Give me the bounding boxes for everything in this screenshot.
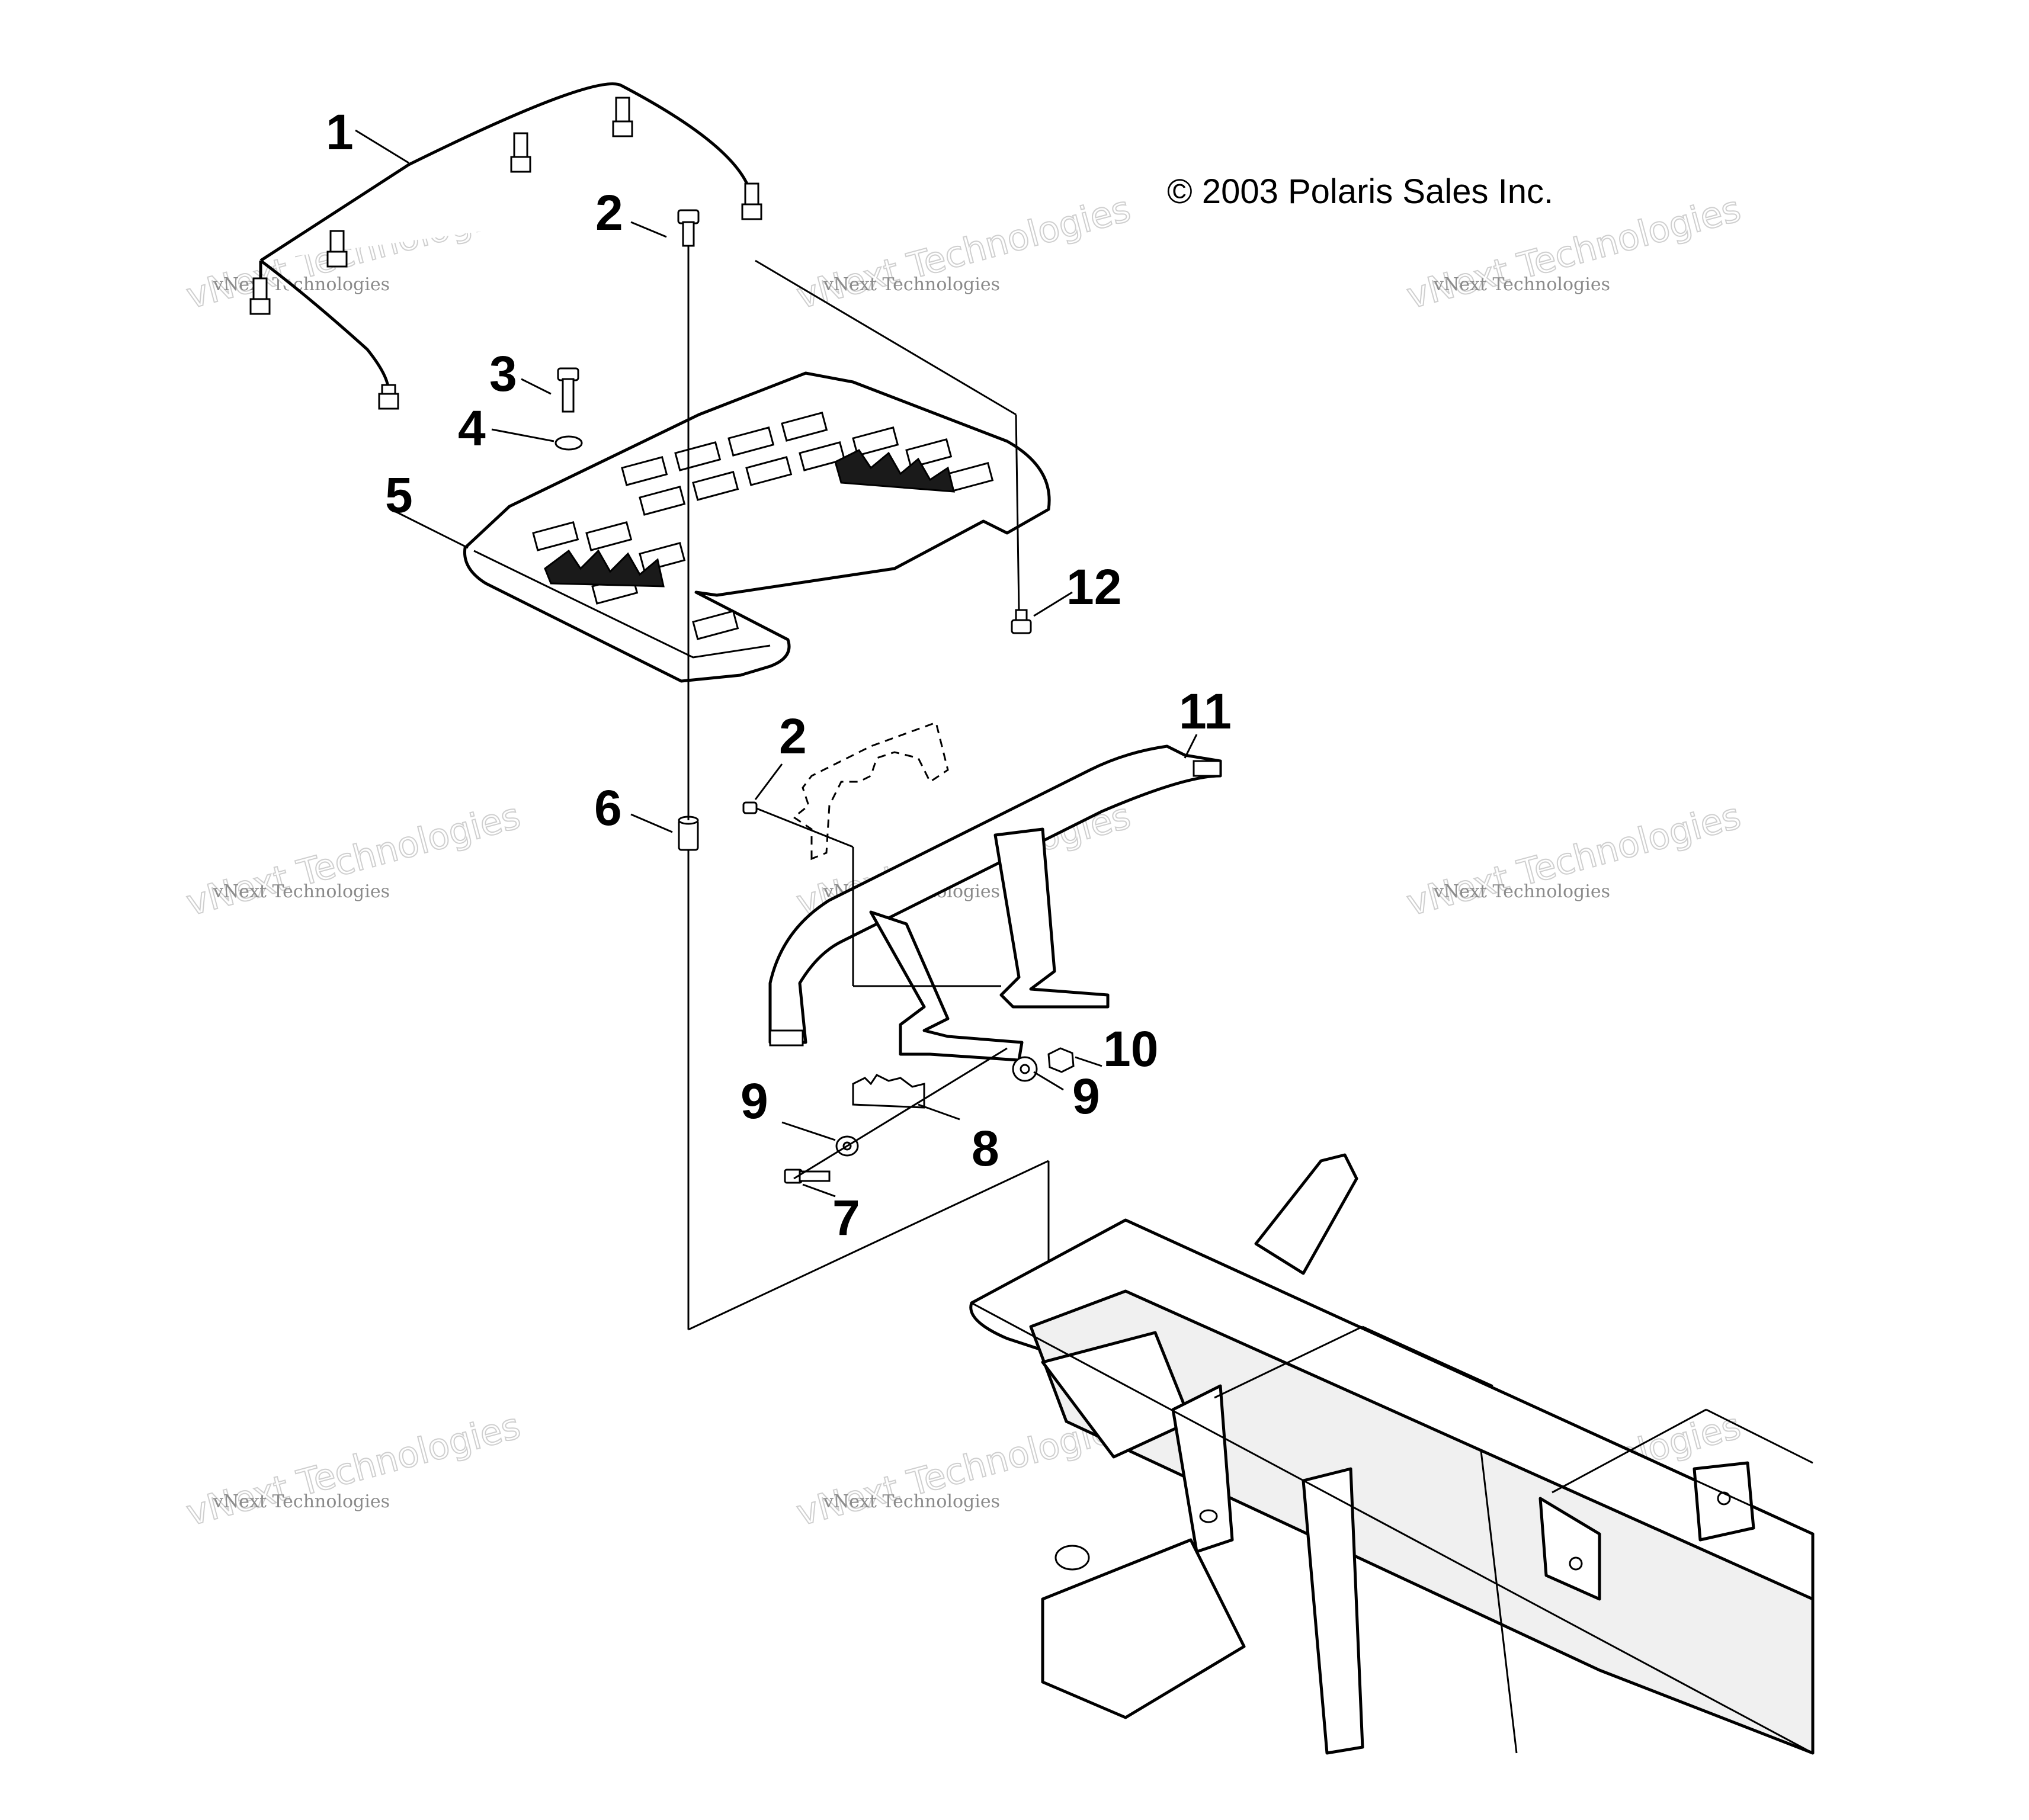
watermark-text: vNext Technologies <box>823 1491 1000 1512</box>
bolt-part-7 <box>784 1047 1008 1198</box>
callout-6: 6 <box>594 780 622 836</box>
plate-part-8 <box>852 1074 960 1121</box>
copyright-notice: © 2003 Polaris Sales Inc. <box>1167 172 1553 211</box>
callout-2: 2 <box>595 185 623 240</box>
watermark-text: vNext Technologies <box>792 188 1134 317</box>
screw-part-2-lower <box>742 763 783 814</box>
mounting-bracket-outline <box>792 721 949 861</box>
callout-3: 3 <box>489 346 517 402</box>
bolt-part-2-top <box>630 209 700 247</box>
callout-12: 12 <box>1066 559 1121 615</box>
vehicle-frame <box>969 1153 1815 1755</box>
callout-11: 11 <box>1179 683 1232 739</box>
watermark-text: vNext Technologies <box>213 1491 390 1512</box>
rack-platform-slots <box>532 412 994 640</box>
bolt-part-3 <box>521 367 579 413</box>
watermark-text: vNext Technologies <box>182 1405 524 1535</box>
callout-1: 1 <box>326 104 354 160</box>
callout-10: 10 <box>1103 1021 1158 1077</box>
alignment-lines <box>687 246 1050 1331</box>
callout-5: 5 <box>385 467 413 523</box>
watermark-text: vNext Technologies <box>1402 795 1745 925</box>
callout-9-right: 9 <box>1072 1068 1100 1124</box>
rail-mount-post <box>249 97 762 410</box>
watermark-text: vNext Technologies <box>182 795 524 925</box>
watermark: vNext Technologies vNext Technologies <box>1402 795 1745 925</box>
nut-part-10 <box>1047 1047 1102 1073</box>
callout-7: 7 <box>832 1190 860 1246</box>
watermark: vNext Technologies vNext Technologies <box>791 188 1135 318</box>
watermark-text: vNext Technologies <box>823 274 1000 295</box>
watermark-text: vNext Technologies <box>213 881 390 902</box>
watermark: vNext Technologies vNext Technologies <box>181 1405 525 1535</box>
callout-8: 8 <box>972 1121 999 1176</box>
rack-platform-ribs <box>544 449 955 588</box>
callout-2-lower: 2 <box>779 708 807 764</box>
callout-4: 4 <box>458 400 486 456</box>
washer-part-9-right <box>1012 1056 1064 1091</box>
washer-part-4 <box>491 428 583 451</box>
rack-rail-part-1 <box>249 82 762 410</box>
callouts: 1 2 3 4 5 12 11 2 6 10 9 9 8 7 <box>326 104 1232 1246</box>
rear-bumper-part-11 <box>768 734 1222 1062</box>
watermark: vNext Technologies vNext Technologies <box>181 795 525 925</box>
nut-part-12 <box>1011 591 1073 634</box>
callout-9-left: 9 <box>741 1073 768 1129</box>
watermark-text: vNext Technologies <box>1433 274 1610 295</box>
watermark-text: vNext Technologies <box>1433 881 1610 902</box>
rack-platform-part-5 <box>390 371 1051 683</box>
washer-part-9-left <box>781 1121 859 1157</box>
